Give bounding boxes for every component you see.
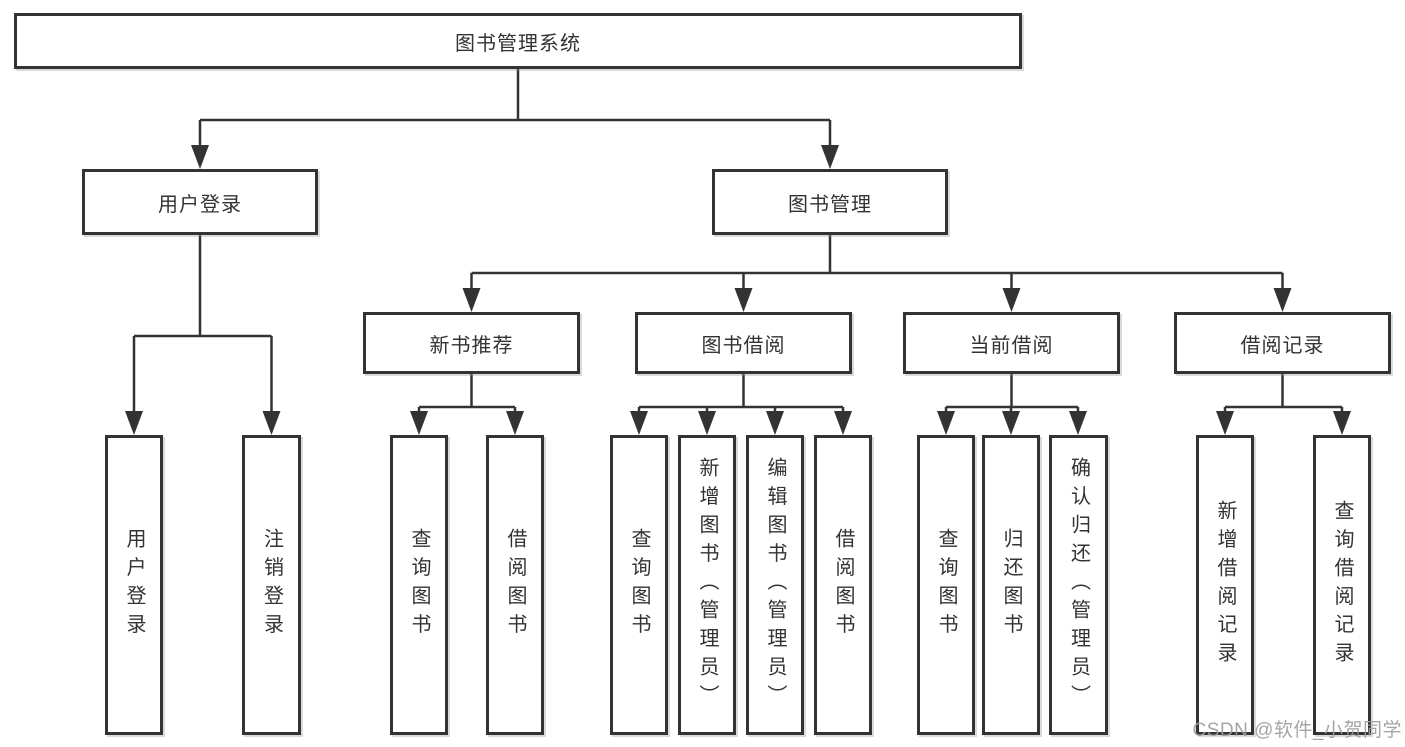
leaf-query-books-borrowing: 查询图书 [610,435,668,735]
node-label: 编辑图书（管理员） [764,457,786,713]
node-book-borrowing: 图书借阅 [635,312,852,374]
connector-bookmgmt-to-level3 [462,235,1292,312]
leaf-logout: 注销登录 [242,435,301,735]
node-label: 借阅图书 [832,528,854,642]
connector-newbook-to-leaves [410,374,524,435]
node-label: 注销登录 [260,528,283,642]
node-current-borrowing: 当前借阅 [903,312,1120,374]
node-label: 查询图书 [408,528,430,642]
leaf-borrow-books-recommend: 借阅图书 [486,435,544,735]
node-library-management-system: 图书管理系统 [14,13,1022,69]
node-label: 用户登录 [158,193,242,216]
node-label: 图书管理 [788,193,872,216]
node-user-login: 用户登录 [82,169,318,235]
node-label: 新增图书（管理员） [696,457,718,713]
leaf-query-books-recommend: 查询图书 [390,435,448,735]
leaf-add-borrowing-record: 新增借阅记录 [1196,435,1254,735]
node-label: 借阅图书 [504,528,526,642]
node-label: 查询借阅记录 [1331,499,1353,671]
connector-borrowing-to-leaves [630,374,852,435]
leaf-add-book-admin: 新增图书（管理员） [678,435,736,735]
leaf-borrow-books-borrowing: 借阅图书 [814,435,872,735]
connector-records-to-leaves [1216,374,1351,435]
node-label: 用户登录 [123,528,145,642]
node-label: 图书借阅 [701,334,786,357]
node-label: 新书推荐 [429,334,514,357]
connector-root-to-level2 [191,69,839,169]
node-label: 查询图书 [628,528,650,642]
node-label: 图书管理系统 [455,32,581,55]
node-label: 当前借阅 [969,334,1054,357]
node-label: 新增借阅记录 [1214,499,1236,671]
node-book-management: 图书管理 [712,169,948,235]
node-new-book-recommendation: 新书推荐 [363,312,580,374]
leaf-confirm-return-admin: 确认归还（管理员） [1049,435,1108,735]
connector-userlogin-to-leaves [125,235,281,435]
leaf-return-books: 归还图书 [982,435,1040,735]
leaf-user-login: 用户登录 [105,435,163,735]
node-label: 查询图书 [935,528,957,642]
node-borrowing-records: 借阅记录 [1174,312,1391,374]
connector-current-to-leaves [937,374,1087,435]
node-label: 借阅记录 [1240,334,1325,357]
leaf-query-borrowing-record: 查询借阅记录 [1313,435,1371,735]
node-label: 确认归还（管理员） [1067,457,1090,713]
csdn-watermark: CSDN @软件_小贺同学 [1192,720,1402,741]
leaf-query-books-current: 查询图书 [917,435,975,735]
leaf-edit-book-admin: 编辑图书（管理员） [746,435,804,735]
node-label: 归还图书 [1000,528,1022,642]
